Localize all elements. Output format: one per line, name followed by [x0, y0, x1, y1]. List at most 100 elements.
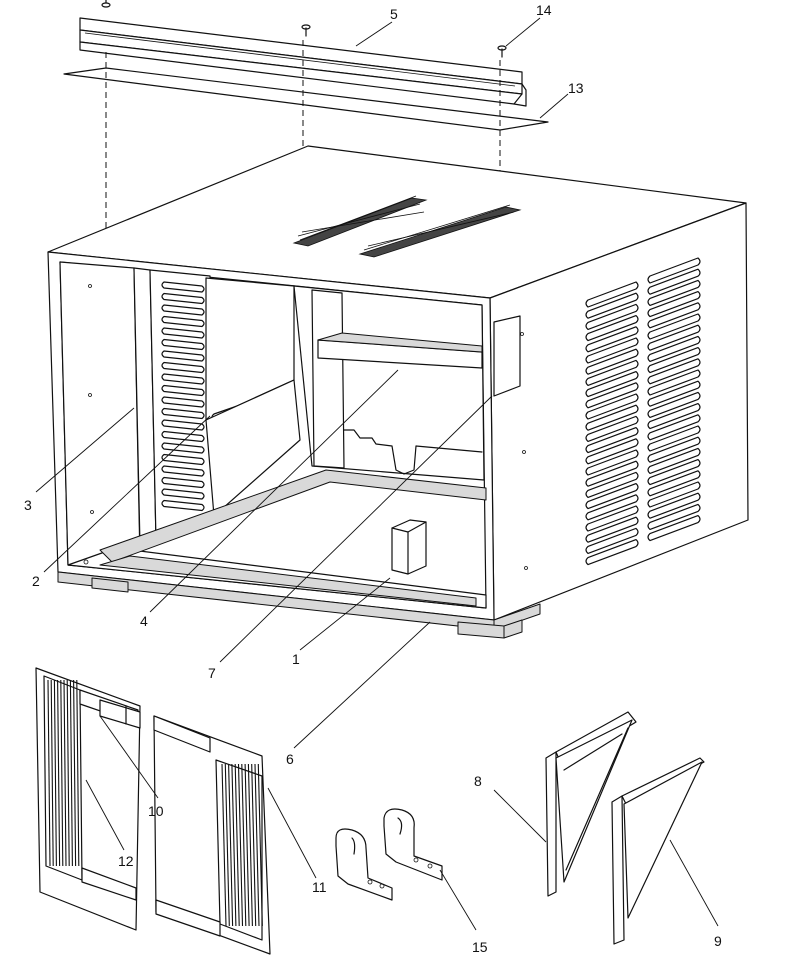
callout-3: 3	[24, 497, 32, 513]
callout-8: 8	[474, 773, 482, 789]
louver-slat	[585, 471, 639, 498]
accordion-pleat	[224, 763, 230, 927]
accordion-pleat	[231, 763, 237, 927]
right-curtain-panel	[153, 715, 271, 955]
louver-slat	[161, 315, 205, 328]
cabinet-icon	[47, 145, 749, 639]
accordion-pleat	[251, 763, 257, 927]
louver-slat	[161, 396, 205, 408]
side-louvers-right	[647, 257, 701, 542]
callout-5: 5	[390, 6, 398, 22]
louver-slat	[161, 442, 205, 454]
callout-4: 4	[140, 613, 148, 629]
louver-slat	[585, 539, 639, 566]
louver-slat	[585, 415, 639, 442]
louver-slat	[647, 414, 701, 441]
louver-slat	[585, 371, 639, 398]
louver-slat	[647, 324, 701, 351]
accordion-pleat	[73, 679, 77, 867]
louver-slat	[161, 281, 205, 293]
callout-labels: 5 14 13 3 2 4 7 1 6 10 12 11 15 8 9	[24, 2, 722, 955]
louver-slat	[585, 348, 639, 375]
louver-slat	[585, 337, 639, 364]
accordion-pleat	[66, 679, 70, 867]
louver-slat	[161, 499, 205, 512]
louver-slat	[647, 313, 701, 340]
callout-10: 10	[148, 803, 164, 819]
louver-slat	[647, 380, 701, 407]
accordion-pleat	[47, 679, 51, 867]
accordion-pleat	[241, 763, 247, 927]
leader-lines	[35, 17, 719, 931]
callout-14: 14	[536, 2, 552, 18]
louver-slat	[585, 494, 639, 521]
louver-slat	[585, 516, 639, 543]
accordion-pleat	[50, 679, 54, 867]
louver-slat	[647, 403, 701, 430]
callout-15: 15	[472, 939, 488, 955]
louver-slat	[647, 257, 701, 284]
screw-icon	[497, 45, 507, 58]
louver-slat	[585, 505, 639, 532]
accordion-pleat	[254, 763, 260, 927]
louver-slat	[585, 527, 639, 554]
top-rail	[79, 17, 527, 107]
louver-slat	[585, 359, 639, 386]
louver-slat	[161, 384, 205, 397]
accordion-pleat	[237, 763, 244, 927]
louver-slat	[161, 361, 205, 374]
screw-icon	[101, 0, 111, 8]
inner-louvers	[161, 281, 205, 512]
side-louvers-left	[585, 281, 639, 566]
louver-slat	[161, 373, 205, 385]
louver-slat	[161, 488, 205, 500]
accordion-pleat	[228, 763, 234, 927]
louver-slat	[647, 291, 701, 318]
bracket-icon	[335, 828, 393, 901]
louver-slat	[647, 358, 701, 385]
louver-slat	[161, 430, 205, 443]
callout-2: 2	[32, 573, 40, 589]
louver-slat	[585, 382, 639, 409]
louver-slat	[161, 465, 205, 477]
louver-slat	[161, 419, 205, 431]
accordion-pleat	[60, 679, 64, 867]
louver-slat	[585, 427, 639, 454]
callout-6: 6	[286, 751, 294, 767]
louver-slat	[647, 391, 701, 418]
louver-slat	[585, 292, 639, 319]
louver-slat	[585, 483, 639, 510]
louver-slat	[585, 438, 639, 465]
louver-slat	[585, 281, 639, 308]
louver-slat	[647, 515, 701, 542]
accordion-pleat	[53, 679, 57, 867]
louver-slat	[647, 369, 701, 396]
callout-7: 7	[208, 665, 216, 681]
callout-11: 11	[312, 879, 327, 895]
louver-slat	[161, 292, 205, 305]
louver-slat	[585, 315, 639, 342]
callout-12: 12	[118, 853, 134, 869]
louver-slat	[647, 335, 701, 362]
louver-slat	[585, 393, 639, 420]
louver-slat	[161, 453, 205, 466]
accordion-pleat	[76, 679, 80, 867]
top-louvers	[292, 195, 522, 258]
support-bracket-left	[545, 711, 637, 897]
callout-9: 9	[714, 933, 722, 949]
louver-slat	[647, 503, 701, 530]
accordion-pleat	[69, 679, 73, 867]
accordion-pleat	[63, 679, 67, 867]
louver-slat	[647, 302, 701, 329]
support-bracket-right	[611, 757, 705, 945]
louver-slat	[647, 268, 701, 295]
louver-slat	[585, 449, 639, 476]
louver-slat	[161, 327, 205, 339]
callout-1: 1	[292, 651, 300, 667]
louver-slat	[647, 470, 701, 497]
louver-slat	[647, 447, 701, 474]
louver-slat	[647, 425, 701, 452]
louver-slat	[647, 279, 701, 306]
